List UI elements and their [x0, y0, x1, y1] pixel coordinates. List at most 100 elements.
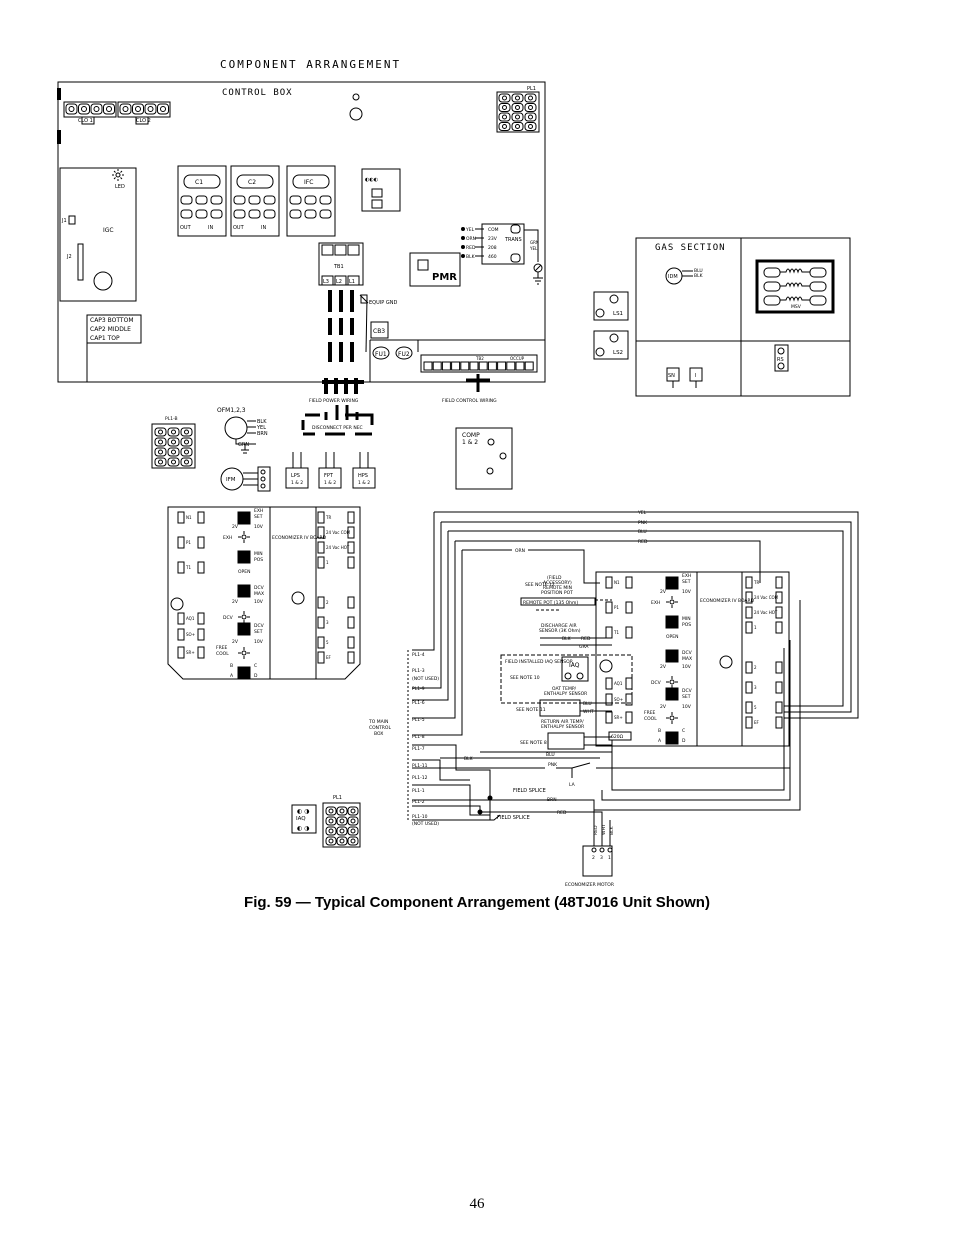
econ-text: SR+	[614, 715, 623, 720]
econ-text: 24 Vac COM	[326, 530, 351, 535]
svg-text:OAT TEMP/: OAT TEMP/	[552, 686, 577, 692]
svg-text:BLU: BLU	[694, 268, 703, 274]
econ-text: 3	[754, 685, 757, 690]
econ-text: MAX	[682, 656, 692, 662]
econ-text: FREE	[644, 710, 656, 716]
clo1-label: CLO 1	[78, 118, 93, 124]
contactor-label: C1	[195, 179, 203, 186]
svg-text:TO MAIN: TO MAIN	[368, 719, 388, 725]
svg-text:1: 1	[608, 855, 611, 861]
svg-text:SEE NOTE 8: SEE NOTE 8	[520, 740, 547, 746]
econ-text: EXH	[223, 535, 232, 541]
svg-text:◐◐◐: ◐◐◐	[365, 177, 378, 183]
svg-text:SEE NOTE 12: SEE NOTE 12	[525, 582, 555, 588]
svg-text:620Ω: 620Ω	[611, 734, 624, 740]
econ-text: DCV	[651, 680, 662, 686]
contactor-ifc: IFC	[286, 165, 336, 237]
switch-name: FPT	[324, 473, 334, 479]
tb1-terminal: L1	[349, 279, 355, 285]
occup-label: OCCUP	[510, 356, 525, 361]
contactor-label: C2	[248, 179, 256, 186]
pmr-relay	[409, 252, 461, 287]
econ-text: DCV	[682, 688, 693, 694]
tb1-terminal: L2	[336, 279, 342, 285]
cap3-label: CAP3 BOTTOM	[90, 317, 134, 324]
econ-text: C	[682, 728, 685, 734]
clo2-label: CLO 2	[136, 118, 151, 124]
econ-text: AQ1	[186, 616, 195, 621]
econ-text: POS	[254, 557, 263, 563]
disconnect-label: DISCONNECT PER NEC	[312, 425, 363, 431]
svg-text:◐ ◑: ◐ ◑	[297, 825, 309, 832]
transformer	[481, 223, 525, 265]
gas-section-label: GAS SECTION	[655, 243, 726, 253]
pl1-b-label: PL1-B	[165, 416, 178, 422]
econ-text: TR	[753, 580, 759, 585]
econ-text: EXH	[651, 600, 660, 606]
pl-left-label: PL1-11	[412, 763, 428, 769]
svg-text:BLU: BLU	[546, 752, 555, 758]
pl-left-label: PL1-9	[412, 686, 425, 692]
econ-board-left-label: ECONOMIZER IV BOARD	[272, 535, 327, 541]
svg-text:FIELD SPLICE: FIELD SPLICE	[513, 788, 546, 794]
switch-sub: 1 & 2	[291, 480, 303, 486]
pl-left-label: PL1-12	[412, 775, 428, 781]
pl-left-label: (NOT USED)	[412, 821, 439, 827]
svg-text:◐ ◑: ◐ ◑	[297, 808, 309, 815]
econ-text: EF	[326, 655, 332, 660]
svg-text:POSITION POT: POSITION POT	[541, 590, 573, 596]
msv-label: MSV	[791, 304, 802, 310]
ls2-switch	[593, 330, 629, 360]
econ-text: A	[658, 738, 662, 744]
econ-text: D	[254, 673, 258, 679]
econ-text: 10V	[682, 704, 692, 710]
rs-label: RS	[777, 357, 784, 363]
econ-text: 24 Vac HOT	[754, 610, 778, 615]
svg-text:ENTHALPY SENSOR: ENTHALPY SENSOR	[541, 724, 584, 730]
econ-text: DCV	[223, 615, 234, 621]
tran-sec-grn: GRN	[530, 240, 539, 245]
econ-text: DCV	[254, 623, 265, 629]
svg-text:BLK: BLK	[464, 756, 474, 762]
switch-name: HPS	[358, 473, 368, 479]
ofm-label: OFM1,2,3	[217, 407, 246, 414]
econ-text: SO+	[186, 632, 195, 637]
igc-label: IGC	[103, 227, 114, 234]
econ-text: SR+	[186, 650, 195, 655]
econ-text: SET	[682, 579, 691, 585]
cb3-breaker	[370, 321, 389, 339]
svg-text:BLU: BLU	[583, 701, 592, 707]
econ-text: 24 Vac HOT	[326, 545, 350, 550]
component-arrangement-diagram: COMPONENT ARRANGEMENT CONTROL BOX PL1 CL…	[57, 58, 859, 888]
control-box: CONTROL BOX PL1 CLO 1 CLO 2 LED IGC J1 J…	[57, 81, 546, 394]
iaq-plug-label: IAQ	[296, 816, 306, 822]
economizer-motor-label: ECONOMIZER MOTOR	[565, 882, 614, 888]
econ-text: P1	[614, 605, 619, 610]
econ-text: DCV	[254, 585, 265, 591]
equip-gnd-label: EQUIP GND	[369, 300, 397, 306]
econ-text: 2V	[232, 524, 239, 530]
econ-text: COOL	[644, 716, 657, 722]
econ-text: SET	[682, 694, 691, 700]
tb1-terminal: L3	[323, 279, 329, 285]
econ-text: OPEN	[238, 569, 250, 575]
econ-text: TR	[325, 515, 331, 520]
cb3-label: CB3	[373, 328, 385, 335]
led-label: LED	[115, 184, 125, 190]
econ-text: MAX	[254, 591, 264, 597]
econ-text: A	[230, 673, 234, 679]
econ-text: D	[682, 738, 686, 744]
ofm-motor: OFM1,2,3 BLK YEL BRN GRN	[217, 407, 268, 454]
tb2-terminal-block	[420, 354, 538, 373]
comp-label: COMP	[462, 432, 480, 439]
pl1-top-label: PL1	[527, 86, 536, 92]
pl-left-label: PL1-1	[412, 788, 425, 794]
svg-text:PNK: PNK	[548, 762, 558, 768]
econ-text: EXH	[254, 508, 263, 514]
tran-tap: 460	[488, 254, 497, 260]
field-control-wiring-label: FIELD CONTROL WIRING	[442, 398, 497, 404]
svg-text:ENTHALPY SENSOR: ENTHALPY SENSOR	[544, 691, 587, 697]
tran-tap: 208	[488, 245, 497, 251]
